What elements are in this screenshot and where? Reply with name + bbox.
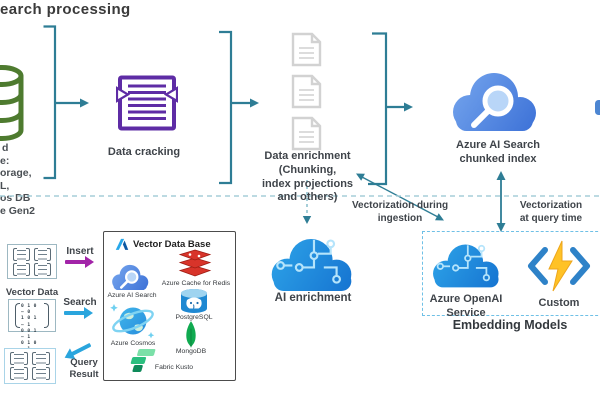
- insert-label: Insert: [66, 246, 94, 257]
- data-cracking-icon: [116, 75, 178, 131]
- page-title: earch processing: [0, 1, 131, 18]
- search-arrow: [64, 307, 93, 319]
- vector-db-item-label: MongoDB: [175, 348, 207, 355]
- vector-db-item-label: PostgreSQL: [175, 314, 213, 321]
- bracket-connector-1: [43, 25, 57, 180]
- vectorization-query-time-label: Vectorization at query time: [519, 200, 583, 224]
- source-database-icon: [0, 65, 24, 141]
- custom-label: Custom: [538, 297, 580, 309]
- azure-openai-cloud-icon: [433, 244, 499, 288]
- mini-matrix-icon: [32, 367, 50, 380]
- search-index-label: Azure AI Search chunked index: [456, 139, 540, 165]
- source-caption-fragment: L,: [0, 180, 10, 192]
- mongodb-icon: [186, 321, 196, 348]
- search-matrix: 0 1 0 — 0 1 0 1 — 1 0 0 1 — 1 0 1 0 — 1: [8, 299, 56, 352]
- vector-db-item-label: Fabric Kusto: [154, 364, 194, 371]
- data-enrichment-label: Data enrichment (Chunking, index project…: [261, 150, 354, 204]
- query-result-matrix: [4, 348, 56, 384]
- mini-matrix-icon: [32, 352, 50, 365]
- redis-icon: [178, 249, 212, 277]
- source-caption-fragment: orage,: [0, 167, 32, 179]
- query-result-label: Query Result: [69, 357, 99, 380]
- arrowheads: [80, 98, 506, 232]
- document-icon: [291, 74, 322, 109]
- embedding-models-caption: Embedding Models: [452, 318, 568, 332]
- source-caption-fragment: d: [2, 142, 9, 154]
- ai-enrichment-label: AI enrichment: [274, 292, 352, 304]
- mini-matrix-icon: [10, 352, 28, 365]
- insert-arrow: [65, 256, 94, 268]
- bracket-connector-2: [219, 30, 233, 185]
- arrow-ingestion-vectorization: [361, 176, 439, 218]
- azure-openai-label: Azure OpenAI Service: [429, 293, 503, 319]
- source-caption-fragment: e:: [0, 155, 10, 167]
- mini-matrix-icon: [34, 248, 51, 261]
- azure-logo-icon: [115, 238, 129, 250]
- bracket-connector-3: [368, 32, 388, 186]
- fabric-kusto-icon: [130, 349, 156, 372]
- azure-ai-search-cloud-icon: [453, 73, 536, 131]
- mini-matrix-icon: [13, 248, 30, 261]
- vector-db-item-label: Azure Cache for Redis: [161, 280, 231, 287]
- ai-enrichment-cloud-icon: [271, 238, 352, 292]
- search-label: Search: [63, 297, 97, 308]
- postgresql-icon: [181, 289, 207, 313]
- mini-matrix-icon: [34, 263, 51, 276]
- source-caption-fragment: os DB: [0, 192, 31, 204]
- vector-db-panel: Vector Data Base Azure AI Search Azure C…: [103, 231, 236, 381]
- azure-ai-search-icon: [112, 264, 149, 291]
- vector-db-item-label: Azure Cosmos: [110, 340, 156, 347]
- document-icon: [291, 32, 322, 67]
- data-cracking-label: Data cracking: [107, 146, 181, 158]
- custom-code-icon: [528, 240, 590, 292]
- vector-data-label: Vector Data: [5, 287, 59, 298]
- vector-db-title: Vector Data Base: [133, 239, 211, 250]
- mini-matrix-icon: [10, 367, 28, 380]
- azure-cosmos-icon: [110, 304, 155, 339]
- document-icon: [291, 116, 322, 151]
- vector-db-item-label: Azure AI Search: [107, 292, 157, 299]
- source-caption-fragment: e Gen2: [0, 205, 36, 217]
- matrix-brackets-icon: 0 1 0 — 0 1 0 1 — 1 0 0 1 — 1 0 1 0 — 1: [15, 303, 49, 352]
- right-edge-bracket: [595, 100, 600, 115]
- embedding-models-box: [422, 231, 600, 316]
- vector-data-matrix: [7, 244, 57, 279]
- mini-matrix-icon: [13, 263, 30, 276]
- vectorization-during-ingestion-label: Vectorization during ingestion: [351, 200, 449, 224]
